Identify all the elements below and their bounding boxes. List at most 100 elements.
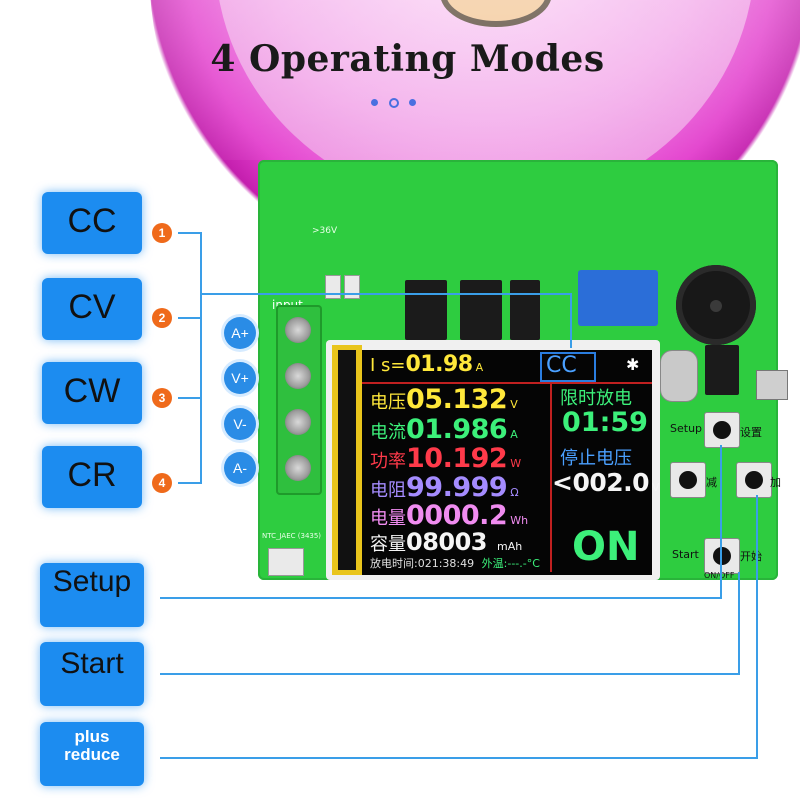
connector-line	[570, 293, 572, 348]
mode-number-badge: 1	[152, 223, 172, 243]
ntc-connector	[268, 548, 304, 576]
setup-cn-label: 设置	[740, 426, 762, 439]
lcd-screen	[362, 350, 652, 575]
plus-reduce-line	[756, 495, 758, 759]
setup-button-label: Setup	[52, 565, 132, 598]
voltage-label: 电压	[370, 392, 406, 413]
ic-chip	[405, 280, 447, 340]
set-unit: A	[475, 361, 484, 374]
mode-cc-button[interactable]: CC	[42, 192, 142, 254]
ic-chip	[705, 345, 739, 395]
energy-unit: Wh	[510, 514, 529, 527]
plus-reduce-line	[160, 757, 758, 759]
current-label: 电流	[370, 422, 406, 443]
terminal-screw	[285, 363, 311, 389]
stop-voltage-label: 停止电压	[560, 448, 632, 469]
connector-line	[202, 293, 572, 295]
plus-reduce-button[interactable]: plus reduce	[40, 722, 144, 786]
lcd-divider	[550, 382, 552, 572]
carousel-dot[interactable]	[371, 99, 378, 106]
mode-cr-button[interactable]: CR	[42, 446, 142, 508]
setup-line	[720, 445, 722, 599]
bluetooth-icon: ✱	[626, 355, 640, 374]
energy-label: 电量	[370, 508, 406, 529]
terminal-screw	[285, 317, 311, 343]
discharge-time-value: 021:38:49	[417, 557, 475, 570]
plus-tact-button[interactable]	[736, 462, 772, 498]
stop-voltage-unit: V	[652, 481, 660, 494]
setup-button[interactable]: Setup	[40, 563, 144, 627]
reduce-label: reduce	[64, 745, 120, 764]
terminal-screw	[285, 455, 311, 481]
connector-line	[178, 397, 202, 399]
mode-cv-button[interactable]: CV	[42, 278, 142, 340]
start-tact-button[interactable]	[704, 538, 740, 574]
terminal-screw	[285, 409, 311, 435]
capacity-unit: mAh	[497, 540, 523, 553]
reduce-cn-label: 减	[706, 476, 717, 489]
mode-cw-button[interactable]: CW	[42, 362, 142, 424]
ic-chip	[510, 280, 540, 340]
set-value: 01.98	[405, 352, 474, 377]
setup-tact-button[interactable]	[704, 412, 740, 448]
carousel-dots[interactable]	[371, 96, 431, 110]
start-button[interactable]: Start	[40, 642, 144, 706]
voltage-unit: V	[510, 398, 518, 411]
onoff-label: ON/OFF	[704, 571, 734, 580]
pin-v-minus-badge: V-	[224, 408, 256, 440]
plus-cn-label: 加	[770, 476, 781, 489]
lcd-mode: CC	[546, 353, 577, 378]
ext-temp-value: ---.-°C	[507, 557, 540, 570]
capacity-row: 容量08003 mAh	[370, 528, 522, 556]
mode-number-badge: 4	[152, 473, 172, 493]
plus-label: plus	[74, 727, 110, 746]
stop-voltage-value: <002.0	[552, 468, 650, 497]
setup-line	[160, 597, 722, 599]
bluetooth-module	[578, 270, 658, 326]
ntc-label: NTC_JAEC (3435)	[262, 532, 322, 540]
reduce-tact-button[interactable]	[670, 462, 706, 498]
lcd-divider	[362, 382, 652, 384]
lcd-flex-edge	[338, 350, 356, 570]
crystal-oscillator	[660, 350, 698, 402]
setup-en-label: Setup	[670, 422, 703, 435]
connector-line	[178, 482, 202, 484]
resistance-label: 电阻	[370, 480, 406, 501]
input-terminal-block	[276, 305, 322, 495]
mode-number-badge: 2	[152, 308, 172, 328]
connector-line	[178, 232, 202, 234]
capacitor	[344, 275, 360, 299]
carousel-dot-active[interactable]	[389, 98, 399, 108]
discharge-time-row: 放电时间:021:38:49 外温:---.-°C	[370, 555, 540, 571]
voltage-value: 05.132	[406, 384, 508, 415]
ext-temp-label: 外温:	[481, 557, 508, 570]
start-cn-label: 开始	[740, 550, 762, 563]
resistance-value: 99.999	[406, 472, 508, 503]
start-line	[738, 572, 740, 675]
capacity-value: 08003	[406, 528, 488, 556]
title-band	[0, 0, 800, 160]
usb-port	[756, 370, 788, 400]
status-on: ON	[572, 524, 640, 570]
connector-line	[178, 317, 202, 319]
resistance-unit: Ω	[510, 486, 519, 499]
time-limit-label: 限时放电	[560, 388, 632, 409]
carousel-dot[interactable]	[409, 99, 416, 106]
ic-chip	[460, 280, 502, 340]
time-limit-value: 01:59	[562, 407, 648, 438]
current-unit: A	[510, 428, 518, 441]
start-en-label: Start	[672, 548, 699, 561]
capacity-label: 容量	[370, 534, 406, 555]
page-title: 4 Operating Modes	[210, 38, 605, 80]
capacitor	[325, 275, 341, 299]
pin-v-plus-badge: V+	[224, 362, 256, 394]
power-value: 10.192	[406, 443, 508, 474]
lcd-mode-box	[540, 352, 596, 382]
power-label: 功率	[370, 451, 406, 472]
